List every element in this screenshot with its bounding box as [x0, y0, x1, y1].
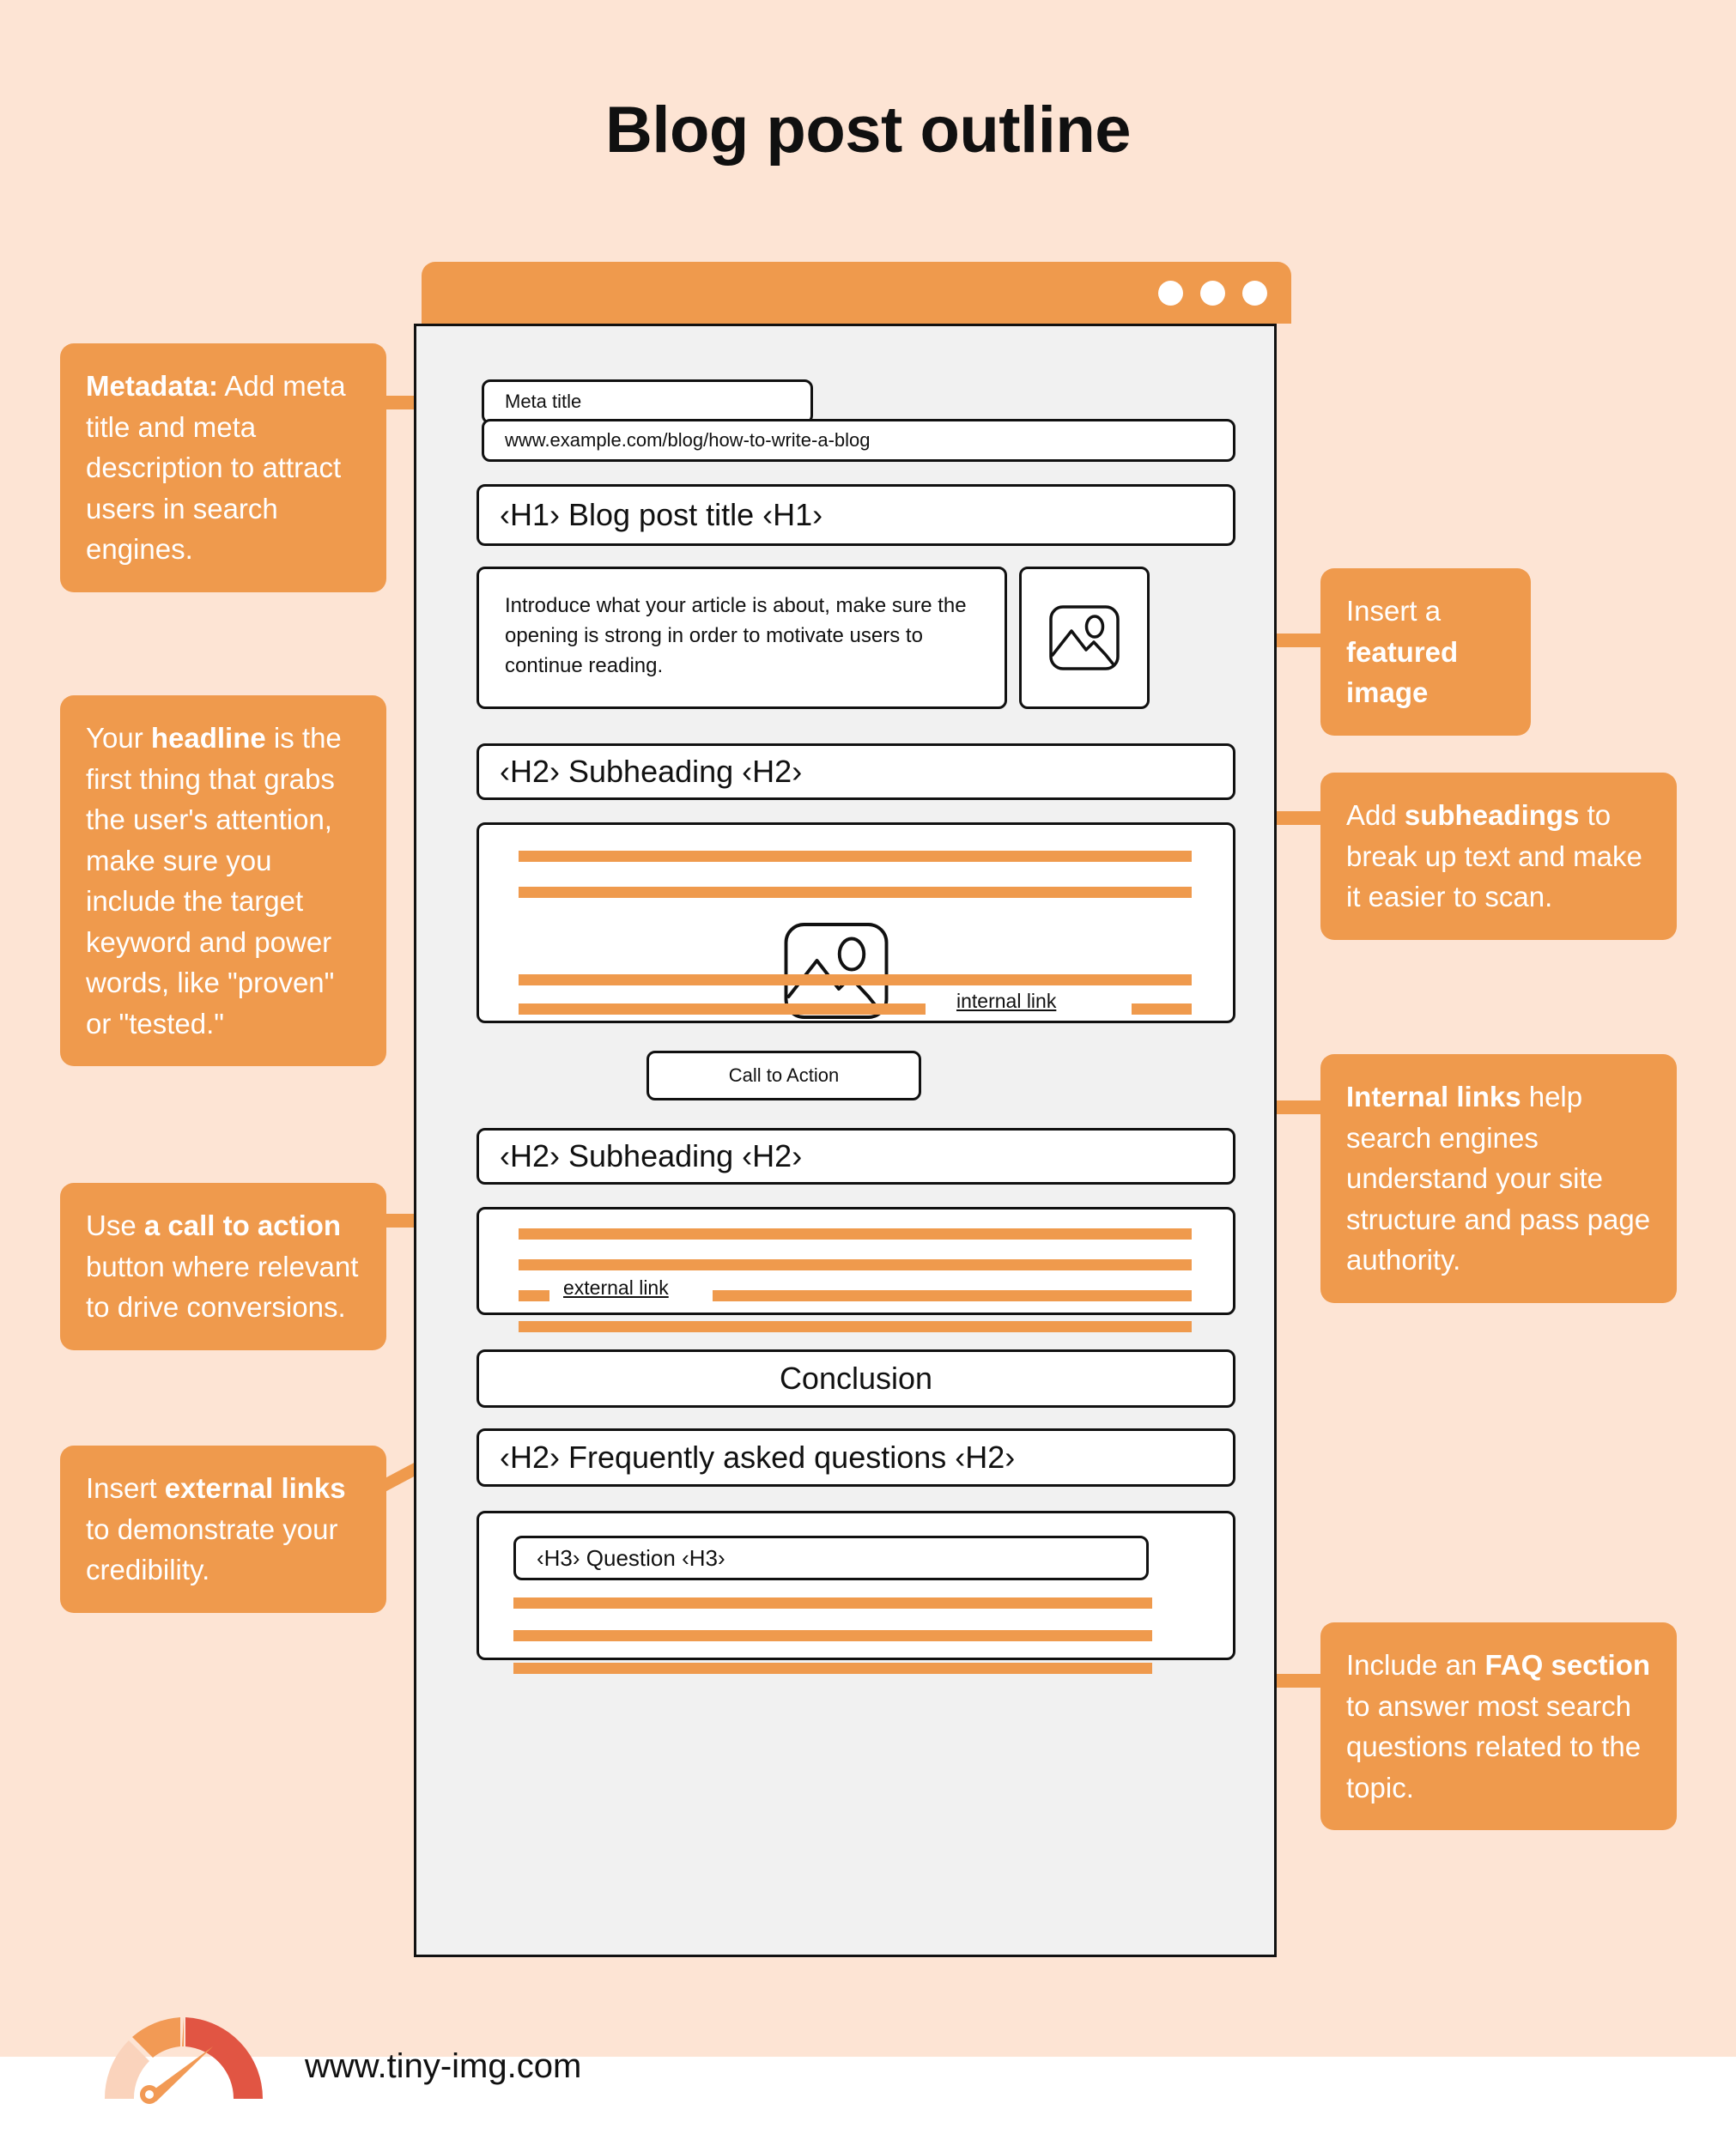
callout-external-bold: external links [164, 1472, 346, 1504]
text-bar [519, 1003, 926, 1015]
background-bottom [0, 2057, 1736, 2134]
content-block-external-link[interactable]: external link [476, 1207, 1235, 1332]
text-bar [519, 851, 1192, 862]
text-bar [519, 1228, 1192, 1240]
callout-internal-links: Internal links help search engines under… [1320, 1054, 1677, 1303]
callout-metadata-bold: Metadata: [86, 370, 219, 402]
h3-question-field[interactable]: ‹H3› Question ‹H3› [513, 1536, 1149, 1580]
callout-subheadings: Add subheadings to break up text and mak… [1320, 773, 1677, 940]
text-bar [519, 1290, 549, 1301]
callout-external-links: Insert external links to demonstrate you… [60, 1446, 386, 1613]
callout-headline-rest: is the first thing that grabs the user's… [86, 722, 342, 1040]
text-bar [519, 1321, 1192, 1332]
callout-metadata-rest: Add meta title and meta description to a… [86, 370, 346, 566]
callout-headline-bold: headline [150, 722, 266, 754]
callout-external-pre: Insert [86, 1472, 165, 1504]
text-bar [519, 887, 1192, 898]
callout-internal-rest: help search engines understand your site… [1346, 1081, 1651, 1276]
callout-featured-image: Insert a featured image [1320, 568, 1531, 736]
callout-cta-rest: button where relevant to drive conversio… [86, 1250, 359, 1324]
text-bar [513, 1663, 1152, 1674]
callout-metadata: Metadata: Add meta title and meta descri… [60, 343, 386, 592]
callout-subheadings-rest: to break up text and make it easier to s… [1346, 799, 1642, 913]
callout-faq-rest: to answer most search questions related … [1346, 1689, 1642, 1804]
browser-titlebar [422, 262, 1291, 324]
h1-block[interactable]: ‹H1› Blog post title ‹H1› [476, 484, 1235, 546]
cta-button[interactable]: Call to Action [646, 1051, 921, 1100]
h2-subheading-block-1[interactable]: ‹H2› Subheading ‹H2› [476, 743, 1235, 800]
text-bar [519, 974, 1192, 985]
h2-faq-block[interactable]: ‹H2› Frequently asked questions ‹H2› [476, 1428, 1235, 1487]
callout-cta: Use a call to action button where releva… [60, 1183, 386, 1350]
footer-url[interactable]: www.tiny-img.com [305, 2047, 582, 2085]
h2-text-1: ‹H2› Subheading ‹H2› [500, 754, 803, 789]
intro-paragraph-text: Introduce what your article is about, ma… [505, 594, 967, 677]
callout-faq-pre: Include an [1346, 1649, 1485, 1681]
content-block-internal-link[interactable]: internal link [476, 822, 1235, 1023]
window-dot-icon[interactable] [1158, 281, 1183, 306]
callout-headline: Your headline is the first thing that gr… [60, 695, 386, 1067]
text-bar [519, 1259, 1192, 1270]
meta-title-text: Meta title [505, 391, 582, 412]
text-bar [513, 1630, 1152, 1641]
internal-link[interactable]: internal link [956, 990, 1057, 1012]
window-dot-icon[interactable] [1242, 281, 1267, 306]
callout-cta-pre: Use [86, 1209, 144, 1241]
cta-label: Call to Action [728, 1064, 840, 1086]
external-link[interactable]: external link [563, 1276, 669, 1299]
conclusion-block[interactable]: Conclusion [476, 1349, 1235, 1408]
window-dot-icon[interactable] [1200, 281, 1225, 306]
h2-faq-text: ‹H2› Frequently asked questions ‹H2› [500, 1440, 1016, 1475]
callout-featured-pre: Insert a [1346, 595, 1442, 627]
meta-url-field[interactable]: www.example.com/blog/how-to-write-a-blog [482, 419, 1235, 462]
callout-cta-bold: a call to action [143, 1209, 342, 1241]
callout-subheadings-bold: subheadings [1404, 799, 1580, 831]
callout-headline-pre: Your [86, 722, 151, 754]
h2-text-2: ‹H2› Subheading ‹H2› [500, 1138, 803, 1173]
h3-question-text: ‹H3› Question ‹H3› [537, 1544, 725, 1571]
tiny-img-gauge-logo [104, 2017, 264, 2104]
conclusion-text: Conclusion [779, 1361, 933, 1396]
image-placeholder-icon [1049, 605, 1120, 670]
callout-subheadings-pre: Add [1346, 799, 1405, 831]
faq-body-block[interactable]: ‹H3› Question ‹H3› [476, 1511, 1235, 1674]
intro-paragraph-block[interactable]: Introduce what your article is about, ma… [476, 567, 1007, 709]
featured-image-placeholder[interactable] [1019, 567, 1150, 709]
callout-faq-bold: FAQ section [1484, 1649, 1651, 1681]
h2-subheading-block-2[interactable]: ‹H2› Subheading ‹H2› [476, 1128, 1235, 1185]
text-bar [513, 1597, 1152, 1609]
window-controls [1158, 281, 1267, 306]
text-bar [713, 1290, 1192, 1301]
page-title: Blog post outline [604, 94, 1132, 167]
callout-internal-bold: Internal links [1346, 1081, 1521, 1112]
meta-title-field[interactable]: Meta title [482, 379, 813, 424]
h1-text: ‹H1› Blog post title ‹H1› [500, 497, 823, 532]
meta-url-text: www.example.com/blog/how-to-write-a-blog [505, 429, 871, 451]
callout-faq: Include an FAQ section to answer most se… [1320, 1622, 1677, 1831]
text-bar [1132, 1003, 1192, 1015]
browser-viewport: Meta title www.example.com/blog/how-to-w… [414, 324, 1277, 1957]
callout-featured-bold: featured image [1346, 635, 1459, 709]
callout-external-rest: to demonstrate your credibility. [86, 1513, 338, 1586]
